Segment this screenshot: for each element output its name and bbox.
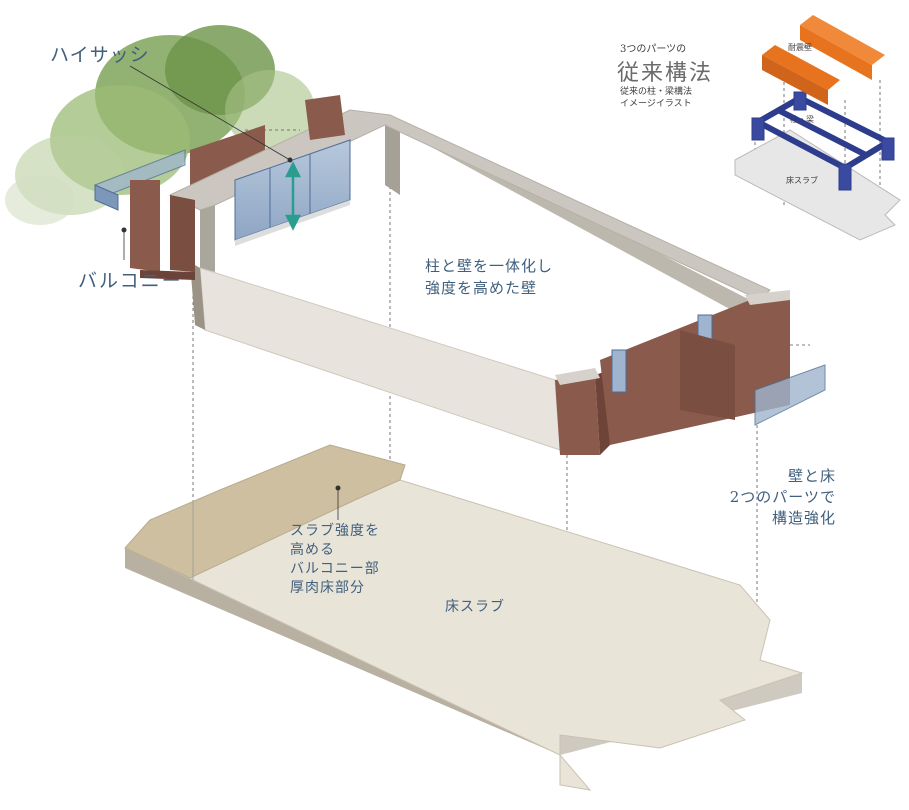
wall-structure: [94, 95, 826, 455]
slab-note-line-3: バルコニー部: [290, 561, 380, 577]
slab-note-line-4: 厚肉床部分: [290, 580, 365, 596]
label-wall-note: 柱と壁を一体化し 強度を高めた壁: [425, 255, 553, 299]
balcony-thick-slab: [124, 444, 406, 579]
inset-caption-line-2: イメージイラスト: [620, 99, 692, 109]
label-slab-note: スラブ強度を 高める バルコニー部 厚肉床部分: [290, 522, 380, 598]
inset-caption: 従来の柱・梁構法 イメージイラスト: [620, 86, 692, 110]
label-two-parts: 壁と床 2つのパーツで 構造強化: [726, 466, 836, 529]
inset-subtitle: 3つのパーツの: [620, 44, 687, 55]
wall-note-line-2: 強度を高めた壁: [425, 279, 538, 297]
two-parts-line-2: 2つのパーツで: [729, 488, 836, 506]
inset-caption-line-1: 従来の柱・梁構法: [620, 87, 693, 97]
slab-note-line-2: 高める: [290, 542, 335, 558]
inset-title: 従来構法: [617, 61, 714, 86]
inset-label-floor-slab: 床スラブ: [786, 176, 818, 185]
inset-label-column-beam: 柱・梁: [790, 115, 814, 124]
floor-slab: [124, 444, 804, 791]
ceiling-height-arrow: [284, 161, 302, 231]
two-parts-line-3: 構造強化: [771, 509, 836, 527]
label-floor-slab: 床スラブ: [445, 599, 505, 615]
label-high-sash: ハイサッシ: [50, 44, 150, 66]
slab-note-line-1: スラブ強度を: [290, 523, 380, 539]
inset-label-seismic-wall: 耐震壁: [788, 43, 812, 52]
wall-note-line-1: 柱と壁を一体化し: [425, 257, 554, 275]
inset-conventional-diagram: [734, 15, 901, 241]
two-parts-line-1: 壁と床: [787, 467, 836, 485]
label-balcony: バルコニー: [78, 270, 183, 292]
right-balcony-rail: [754, 364, 826, 426]
